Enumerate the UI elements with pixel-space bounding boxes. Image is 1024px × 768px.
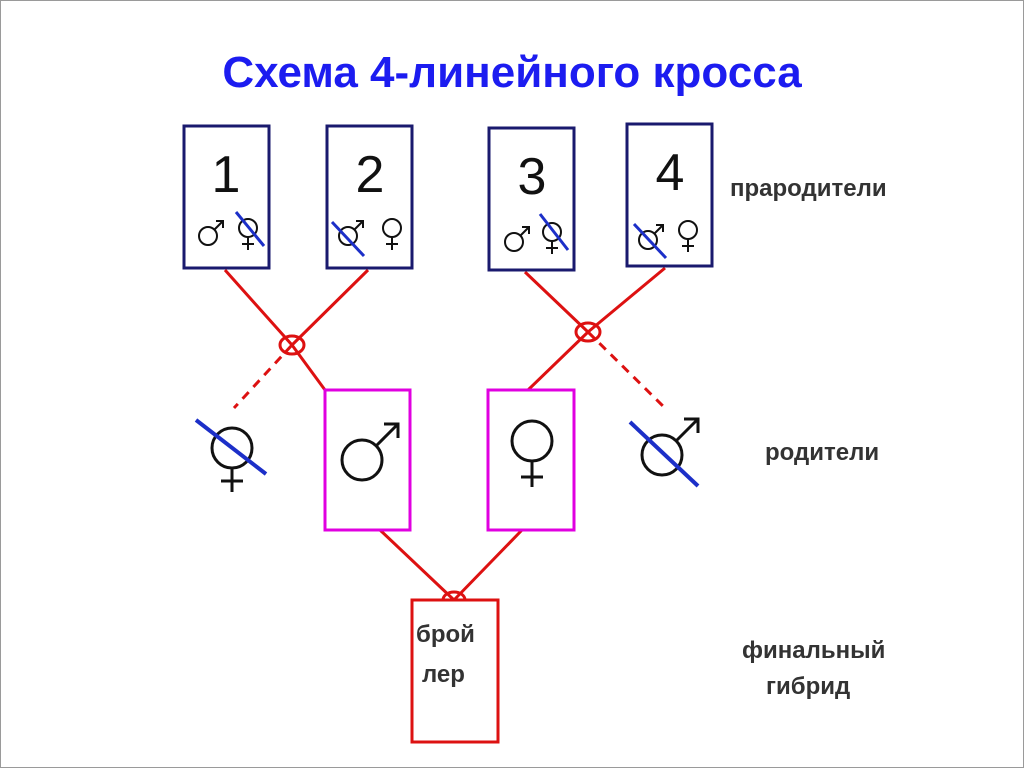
male-icon [640, 417, 700, 477]
dashed-line-left [232, 343, 294, 410]
male-icon [198, 220, 224, 246]
strike-icon [234, 211, 266, 247]
grandparent-box-4 [625, 122, 714, 268]
grandparent-number-2: 2 [356, 146, 385, 204]
female-icon [542, 222, 562, 254]
parent-box-male [323, 388, 412, 532]
grandparent-box-3 [487, 126, 576, 272]
grandparent-boxes [182, 122, 714, 272]
label-final-line2: гибрид [766, 673, 850, 700]
female-icon [382, 218, 402, 250]
label-grandparents: прародители [730, 175, 887, 202]
female-icon [678, 220, 698, 252]
female-icon [210, 426, 254, 492]
grandparent-number-1: 1 [212, 146, 241, 204]
line-cross-to-female-parent [526, 330, 590, 392]
strike-icon [538, 213, 570, 251]
line-gp4-to-cross [587, 266, 666, 334]
male-icon [638, 224, 664, 250]
strike-icon [632, 222, 668, 260]
line-gp1-to-cross [223, 269, 294, 346]
cross-marker-right [574, 321, 602, 343]
grandparent-number-4: 4 [656, 144, 685, 202]
cross-lines-top [223, 266, 666, 392]
hybrid-label-line1: брой [416, 621, 475, 648]
line-gp2-to-cross [290, 268, 370, 347]
diagram-title: Схема 4-линейного кросса [222, 48, 802, 97]
line-male-parent-to-hybrid [378, 528, 456, 602]
male-icon [338, 220, 364, 246]
line-female-parent-to-hybrid [452, 528, 524, 602]
female-icon [510, 419, 554, 487]
cross-marker-left [278, 334, 306, 356]
hybrid-box [410, 598, 500, 744]
cross-lines-bottom [378, 528, 524, 602]
grandparent-box-1 [182, 124, 271, 270]
male-icon [340, 422, 400, 482]
male-icon [504, 226, 530, 252]
label-final-line1: финальный [742, 637, 885, 664]
strike-icon [330, 220, 366, 258]
dashed-line-right [586, 330, 667, 410]
grandparent-number-3: 3 [518, 148, 547, 206]
strike-icon [628, 420, 700, 488]
label-parents: родители [765, 439, 879, 466]
strike-icon [194, 418, 268, 476]
hybrid-label-line2: лер [422, 661, 465, 688]
dashed-lines [232, 330, 667, 410]
female-icon [238, 218, 258, 250]
line-gp3-to-cross [523, 270, 590, 334]
